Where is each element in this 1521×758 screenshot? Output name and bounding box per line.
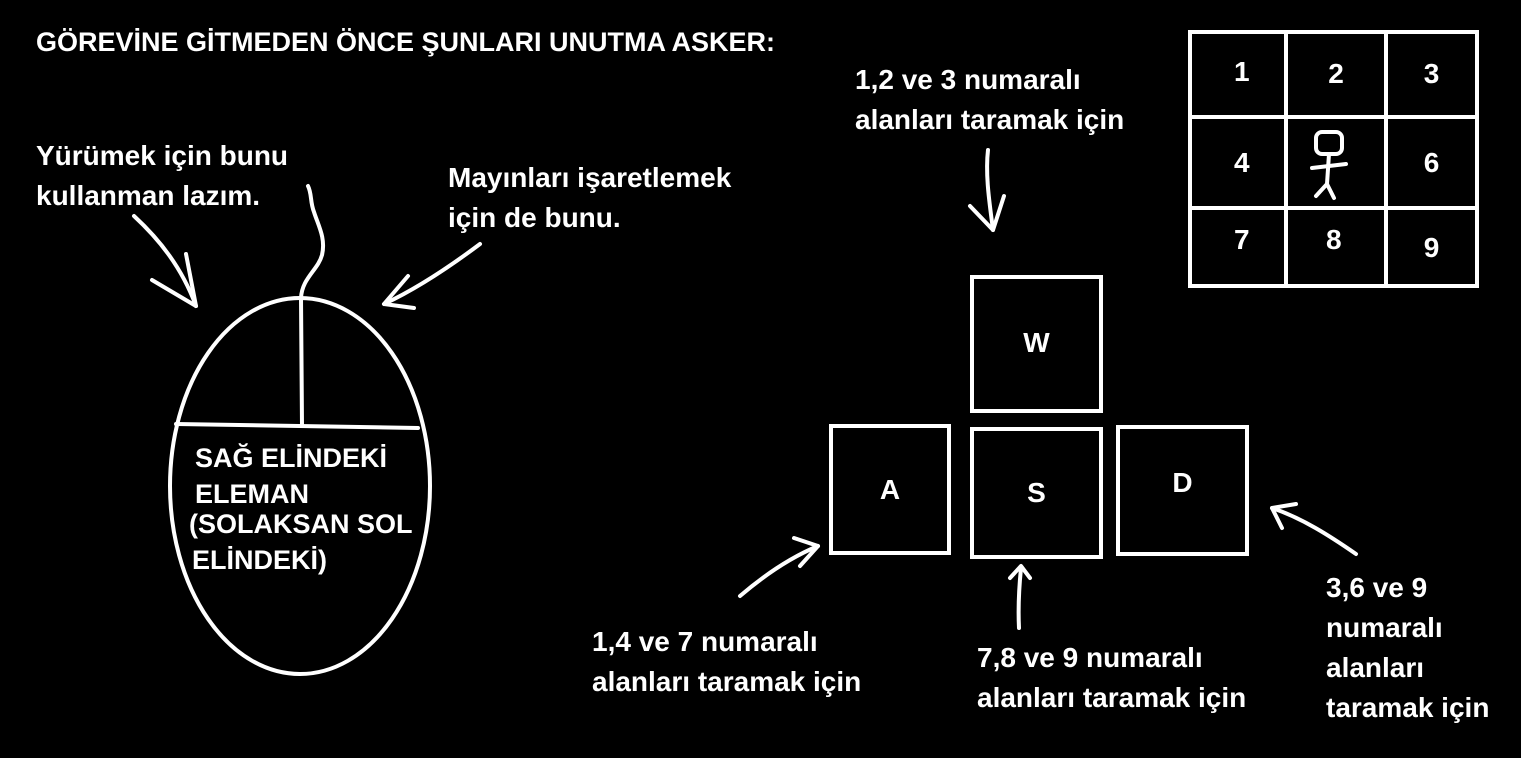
- mouse-body-text: SAĞ ELİNDEKİ ELEMAN (SOLAKSAN SOL ELİNDE…: [189, 440, 416, 584]
- mouse-body-line2: ELEMAN: [195, 479, 309, 509]
- grid-cell-1: 1: [1192, 34, 1288, 119]
- a-key-description-line1: 1,4 ve 7 numaralı: [592, 626, 818, 657]
- d-key-description-line2: numaralı: [1326, 612, 1443, 643]
- a-key-arrow: [738, 544, 820, 598]
- a-key-label: A: [879, 473, 901, 505]
- grid-cell-center: [1288, 119, 1388, 210]
- left-button-arrowhead: [150, 252, 198, 308]
- a-key-description: 1,4 ve 7 numaralı alanları taramak için: [592, 622, 861, 702]
- d-key-description: 3,6 ve 9 numaralı alanları taramak için: [1326, 568, 1489, 728]
- w-key-arrowhead: [968, 194, 1006, 232]
- mine-instruction-line2: için de bunu.: [448, 202, 621, 233]
- mouse-body-line4: ELİNDEKİ): [192, 545, 327, 575]
- grid-cell-4: 4: [1192, 119, 1288, 210]
- mine-instruction-line1: Mayınları işaretlemek: [448, 162, 732, 193]
- right-button-arrowhead: [382, 274, 416, 310]
- a-key-arrowhead: [792, 536, 820, 568]
- w-key-description: 1,2 ve 3 numaralı alanları taramak için: [855, 60, 1124, 140]
- s-key-arrowhead: [1008, 564, 1032, 580]
- s-key-label: S: [1027, 477, 1046, 508]
- grid-cell-8: 8: [1288, 210, 1388, 284]
- s-key: S: [970, 427, 1103, 559]
- w-key-arrow: [985, 148, 995, 232]
- right-button-arrow: [382, 242, 482, 306]
- d-key-arrow: [1270, 506, 1358, 556]
- s-key-description: 7,8 ve 9 numaralı alanları taramak için: [977, 638, 1246, 718]
- grid-cell-7: 7: [1192, 210, 1288, 284]
- minefield-grid: 1 2 3 4 6 7 8 9: [1188, 30, 1479, 288]
- left-button-arrow: [132, 214, 198, 308]
- d-key-description-line3: alanları: [1326, 652, 1425, 683]
- mouse-cable: [299, 184, 325, 300]
- d-key-label: D: [1172, 467, 1193, 498]
- s-key-arrow: [1016, 566, 1023, 630]
- grid-cell-6: 6: [1388, 119, 1475, 210]
- w-key-description-line1: 1,2 ve 3 numaralı: [855, 64, 1081, 95]
- d-key: D: [1116, 425, 1249, 556]
- d-key-arrowhead: [1270, 502, 1298, 530]
- walk-instruction-line2: kullanman lazım.: [36, 180, 261, 211]
- w-key-description-line2: alanları taramak için: [855, 104, 1125, 135]
- w-key: W: [970, 275, 1103, 413]
- w-key-label: W: [1023, 327, 1050, 358]
- mouse-button-divider: [174, 422, 420, 430]
- d-key-description-line4: taramak için: [1326, 692, 1490, 723]
- d-key-description-line1: 3,6 ve 9: [1326, 572, 1428, 603]
- grid-cell-3: 3: [1388, 34, 1475, 119]
- mouse-button-split: [299, 296, 304, 428]
- a-key-description-line2: alanları taramak için: [592, 666, 862, 697]
- a-key: A: [829, 424, 951, 555]
- grid-cell-9: 9: [1423, 232, 1440, 263]
- mine-instruction: Mayınları işaretlemek için de bunu.: [448, 158, 731, 238]
- mouse-body-line3: (SOLAKSAN SOL: [189, 509, 413, 539]
- mouse-body-line1: SAĞ ELİNDEKİ: [195, 443, 388, 473]
- grid-cell-2: 2: [1288, 34, 1388, 119]
- s-key-description-line1: 7,8 ve 9 numaralı: [977, 642, 1203, 673]
- page-title: GÖREVİNE GİTMEDEN ÖNCE ŞUNLARI UNUTMA AS…: [36, 27, 776, 57]
- s-key-description-line2: alanları taramak için: [977, 682, 1247, 713]
- walk-instruction-line1: Yürümek için bunu: [36, 140, 289, 171]
- walk-instruction: Yürümek için bunu kullanman lazım.: [36, 136, 288, 216]
